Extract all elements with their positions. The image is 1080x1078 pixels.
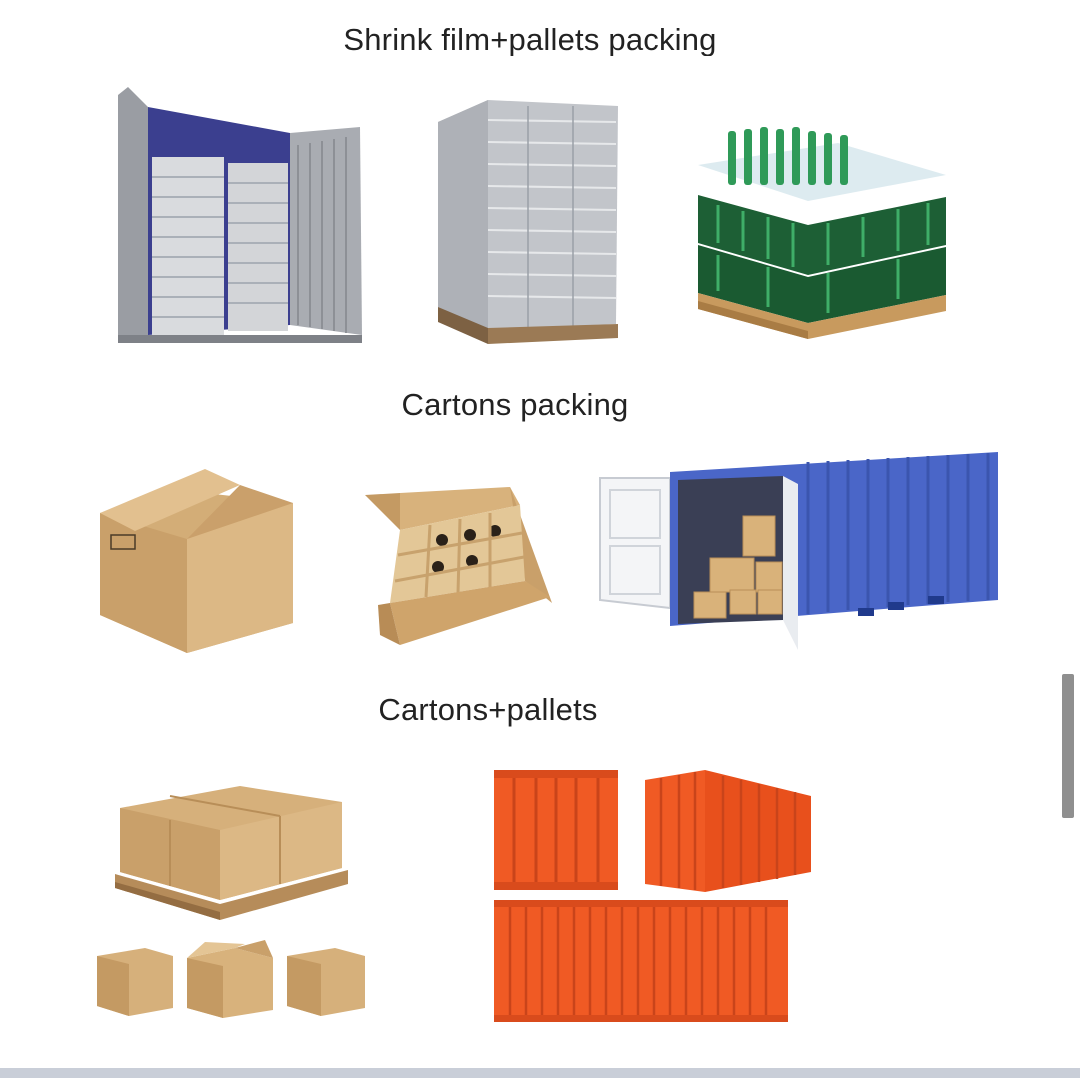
blue-container-cartons-image — [599, 452, 998, 650]
section-title-cartons-pallets: Cartons+pallets — [378, 692, 598, 727]
glass-bottles-pallet-image — [698, 127, 946, 339]
cartons-on-pallet-image — [115, 786, 348, 920]
orange-container-doors-image — [494, 770, 618, 890]
orange-container-side-image — [494, 900, 788, 1022]
divided-carton-image — [365, 487, 552, 645]
section-title-cartons-packing: Cartons packing — [401, 387, 629, 422]
bottom-bar — [0, 1068, 1080, 1078]
carton-box-image — [100, 469, 293, 653]
scrollbar-thumb[interactable] — [1062, 674, 1074, 818]
shrink-wrapped-pallet-image — [438, 100, 618, 344]
loaded-container-image — [118, 87, 362, 343]
small-cartons-image — [97, 940, 365, 1018]
orange-container-angled-image — [645, 770, 811, 892]
section-title-shrink-film: Shrink film+pallets packing — [343, 22, 717, 56]
